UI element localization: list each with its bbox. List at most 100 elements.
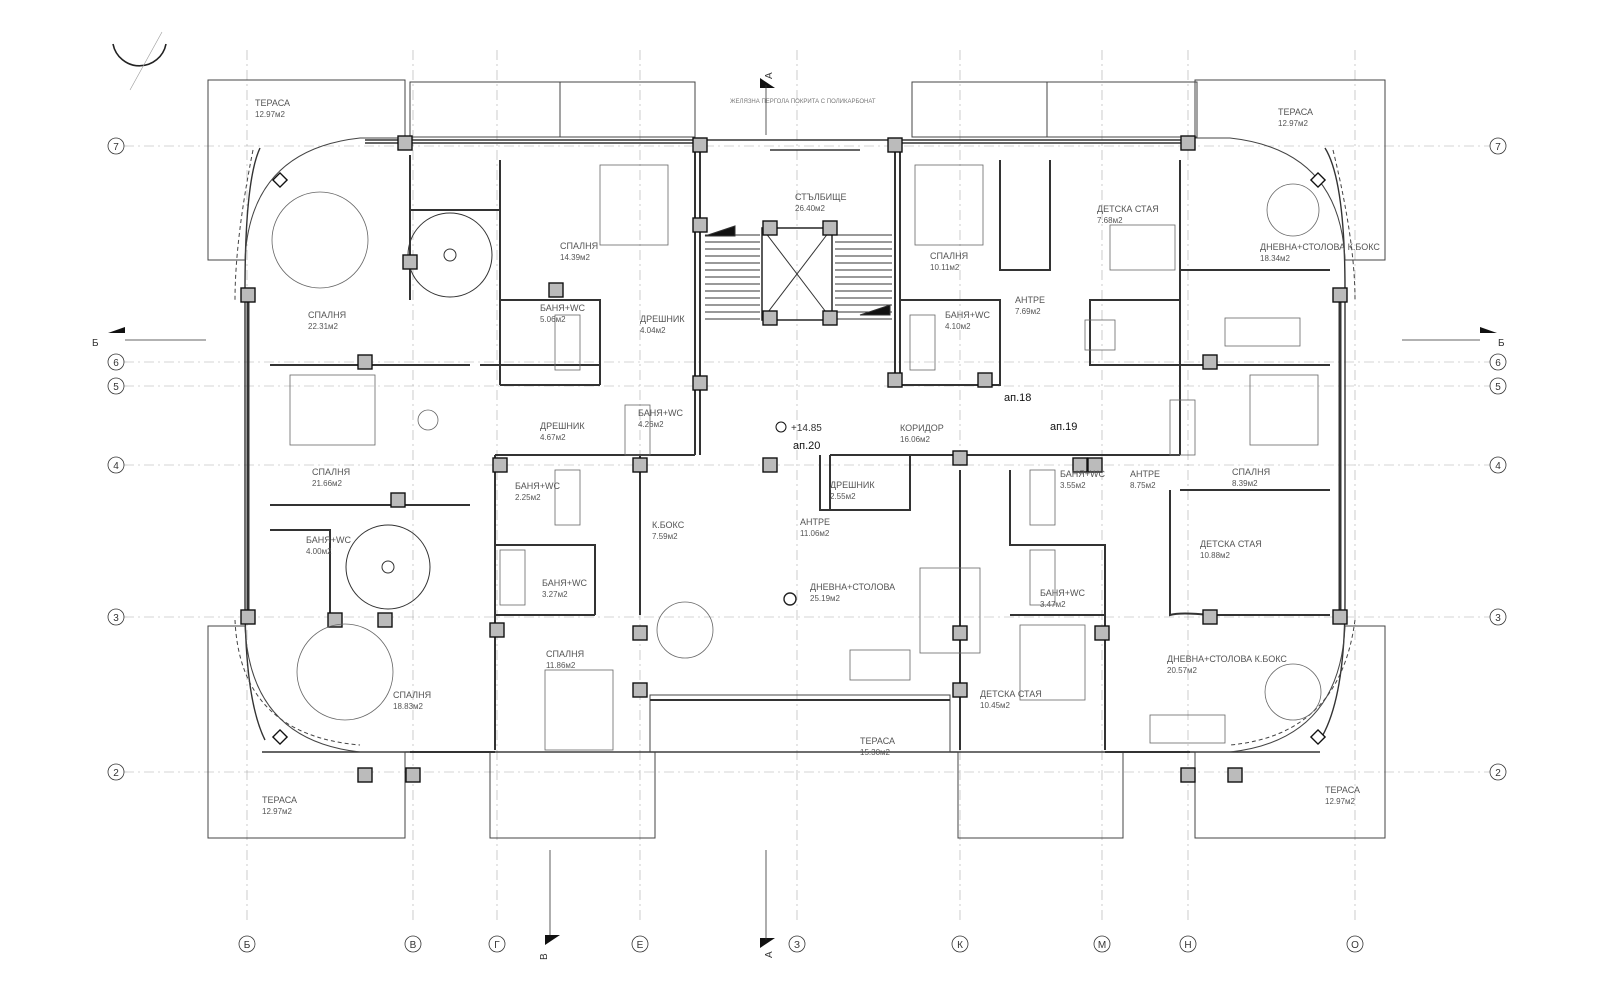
room-label: БАНЯ+WC4.10м2 bbox=[945, 310, 990, 331]
room-name: БАНЯ+WC bbox=[638, 408, 683, 418]
section-b-right: Б bbox=[1498, 338, 1505, 349]
grid-label-row: 7 bbox=[113, 142, 119, 153]
structural-column bbox=[492, 457, 508, 473]
room-label: ТЕРАСА 12.97м2 bbox=[1325, 785, 1360, 806]
room-name: БАНЯ+WC bbox=[515, 481, 560, 491]
grid-label-row: 3 bbox=[1495, 613, 1501, 624]
room-label: БАНЯ+WC5.06м2 bbox=[540, 303, 585, 324]
room-label: БАНЯ+WC 2.25м2 bbox=[515, 481, 560, 502]
room-name: СПАЛНЯ bbox=[546, 649, 584, 659]
room-name: ДНЕВНА+СТОЛОВА К.БОКС bbox=[1260, 242, 1380, 252]
section-marks: А А Б Б В bbox=[92, 72, 1505, 960]
column-diamond bbox=[271, 728, 289, 746]
room-name: БАНЯ+WC bbox=[306, 535, 351, 545]
structural-column bbox=[1227, 767, 1243, 783]
room-area: 26.40м2 bbox=[795, 204, 826, 213]
apartment-label-20: ап.20 bbox=[793, 440, 820, 452]
column-diamond bbox=[271, 171, 289, 189]
room-area: 12.97м2 bbox=[1325, 797, 1356, 806]
structural-column bbox=[977, 372, 993, 388]
grid-label-row: 2 bbox=[1495, 768, 1501, 779]
level-mark: +14.85 bbox=[791, 423, 822, 434]
grid-label-row: 3 bbox=[113, 613, 119, 624]
structural-column bbox=[1072, 457, 1088, 473]
room-name: СПАЛНЯ bbox=[560, 241, 598, 251]
structural-column bbox=[390, 492, 406, 508]
grid-bubble-col-3: Г bbox=[488, 935, 506, 953]
pergola-note: ЖЕЛЯЗНА ПЕРГОЛА ПОКРИТА С ПОЛИКАРБОНАТ bbox=[730, 99, 876, 105]
room-area: 10.88м2 bbox=[1200, 551, 1231, 560]
room-name: СПАЛНЯ bbox=[393, 690, 431, 700]
room-name: ТЕРАСА bbox=[255, 98, 290, 108]
room-area: 3.47м2 bbox=[1040, 600, 1066, 609]
grid-bubble-row-3-left: 5 bbox=[107, 377, 125, 395]
structural-column bbox=[1087, 457, 1103, 473]
room-label: БАНЯ+WC 4.26м2 bbox=[638, 408, 683, 429]
section-v-bottom: В bbox=[539, 953, 550, 960]
room-area: 8.75м2 bbox=[1130, 481, 1156, 490]
room-label: БАНЯ+WC3.27м2 bbox=[542, 578, 587, 599]
room-name: БАНЯ+WC bbox=[1040, 588, 1085, 598]
room-label: АНТРЕ 8.75м2 bbox=[1130, 469, 1160, 490]
room-area: 22.31м2 bbox=[308, 322, 339, 331]
room-name: ТЕРАСА bbox=[262, 795, 297, 805]
room-name: АНТРЕ bbox=[1015, 295, 1045, 305]
structural-column bbox=[1180, 767, 1196, 783]
structural-column bbox=[1202, 609, 1218, 625]
room-label: БАНЯ+WC4.00м2 bbox=[306, 535, 351, 556]
structural-column bbox=[822, 220, 838, 236]
room-labels: ТЕРАСА12.97м2СПАЛНЯ22.31м2СПАЛНЯ14.39м2Б… bbox=[255, 98, 1380, 816]
grid-label-row: 6 bbox=[1495, 358, 1501, 369]
grid-bubble-col-8: Н bbox=[1179, 935, 1197, 953]
grid-label-row: 6 bbox=[113, 358, 119, 369]
grid-label-row: 4 bbox=[113, 461, 119, 472]
room-name: ДРЕШНИК bbox=[540, 421, 585, 431]
grid-bubble-col-2: В bbox=[404, 935, 422, 953]
grid-bubble-col-5: З bbox=[788, 935, 806, 953]
grid-label-col: З bbox=[794, 940, 800, 951]
structural-column bbox=[762, 457, 778, 473]
room-area: 7.69м2 bbox=[1015, 307, 1041, 316]
grid-bubble-row-5-right: 3 bbox=[1489, 608, 1507, 626]
structural-column bbox=[822, 310, 838, 326]
structural-column bbox=[357, 767, 373, 783]
room-name: АНТРЕ bbox=[1130, 469, 1160, 479]
room-name: СПАЛНЯ bbox=[930, 251, 968, 261]
staircase-core bbox=[345, 212, 892, 610]
room-area: 2.25м2 bbox=[515, 493, 541, 502]
structural-column bbox=[887, 137, 903, 153]
room-area: 25.19м2 bbox=[810, 594, 841, 603]
grid-bubble-row-6-right: 2 bbox=[1489, 763, 1507, 781]
grid-label-row: 5 bbox=[113, 382, 119, 393]
structural-column bbox=[405, 767, 421, 783]
room-name: ТЕРАСА bbox=[1325, 785, 1360, 795]
structural-column bbox=[1180, 135, 1196, 151]
apartment-labels: ап.18 ап.19 ап.20 +14.85 ЖЕЛЯЗНА ПЕРГОЛА… bbox=[730, 99, 1077, 452]
room-name: БАНЯ+WC bbox=[1060, 469, 1105, 479]
structural-column bbox=[632, 457, 648, 473]
room-area: 4.26м2 bbox=[638, 420, 664, 429]
grid-bubble-col-7: М bbox=[1093, 935, 1111, 953]
grid-bubble-row-2-right: 6 bbox=[1489, 353, 1507, 371]
room-name: ДРЕШНИК bbox=[640, 314, 685, 324]
room-area: 3.55м2 bbox=[1060, 481, 1086, 490]
room-area: 16.06м2 bbox=[900, 435, 931, 444]
room-name: КОРИДОР bbox=[900, 423, 944, 433]
room-label: БАНЯ+WC 3.55м2 bbox=[1060, 469, 1105, 490]
structural-column bbox=[1202, 354, 1218, 370]
room-label: АНТРЕ 7.69м2 bbox=[1015, 295, 1045, 316]
section-b-left: Б bbox=[92, 338, 99, 349]
grid-label-col: В bbox=[410, 940, 417, 951]
room-area: 11.86м2 bbox=[546, 661, 576, 670]
